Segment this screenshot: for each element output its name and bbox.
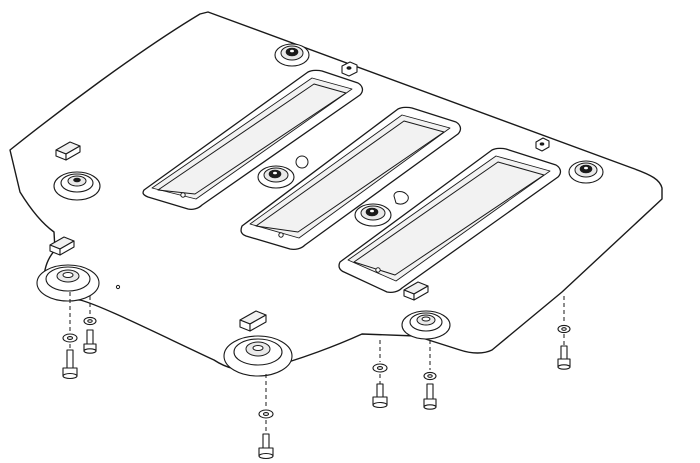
bolt <box>83 329 97 354</box>
pin-hole <box>115 284 121 290</box>
washer <box>83 316 97 326</box>
washer <box>62 333 78 343</box>
mount-boss-center <box>223 335 293 377</box>
bolt <box>372 383 388 409</box>
clip-tab <box>49 236 75 256</box>
slot-right <box>338 147 562 294</box>
welded-nut <box>341 61 358 77</box>
grommet <box>257 165 295 189</box>
slot-left <box>142 69 364 211</box>
d-cutout <box>393 191 409 205</box>
clip-tab <box>239 310 267 332</box>
bolt <box>62 349 78 380</box>
welded-nut <box>535 137 550 152</box>
mount-boss-left-upper <box>53 171 101 201</box>
slot-middle <box>240 106 462 251</box>
clip-tab <box>403 281 429 301</box>
bolt <box>557 345 571 370</box>
washer <box>372 363 388 373</box>
mount-boss-right <box>401 310 451 340</box>
drain-hole <box>375 267 381 273</box>
drain-hole <box>180 192 186 198</box>
drain-hole <box>278 232 284 238</box>
round-hole <box>295 155 309 169</box>
clip-tab <box>55 141 81 161</box>
washer <box>258 409 274 419</box>
grommet <box>354 203 392 227</box>
bolt <box>258 433 274 460</box>
washer <box>423 371 437 381</box>
grommet <box>274 43 310 67</box>
bolt <box>423 383 437 410</box>
mount-boss-left-lower <box>36 264 100 302</box>
grommet <box>568 160 604 184</box>
washer <box>557 324 571 334</box>
